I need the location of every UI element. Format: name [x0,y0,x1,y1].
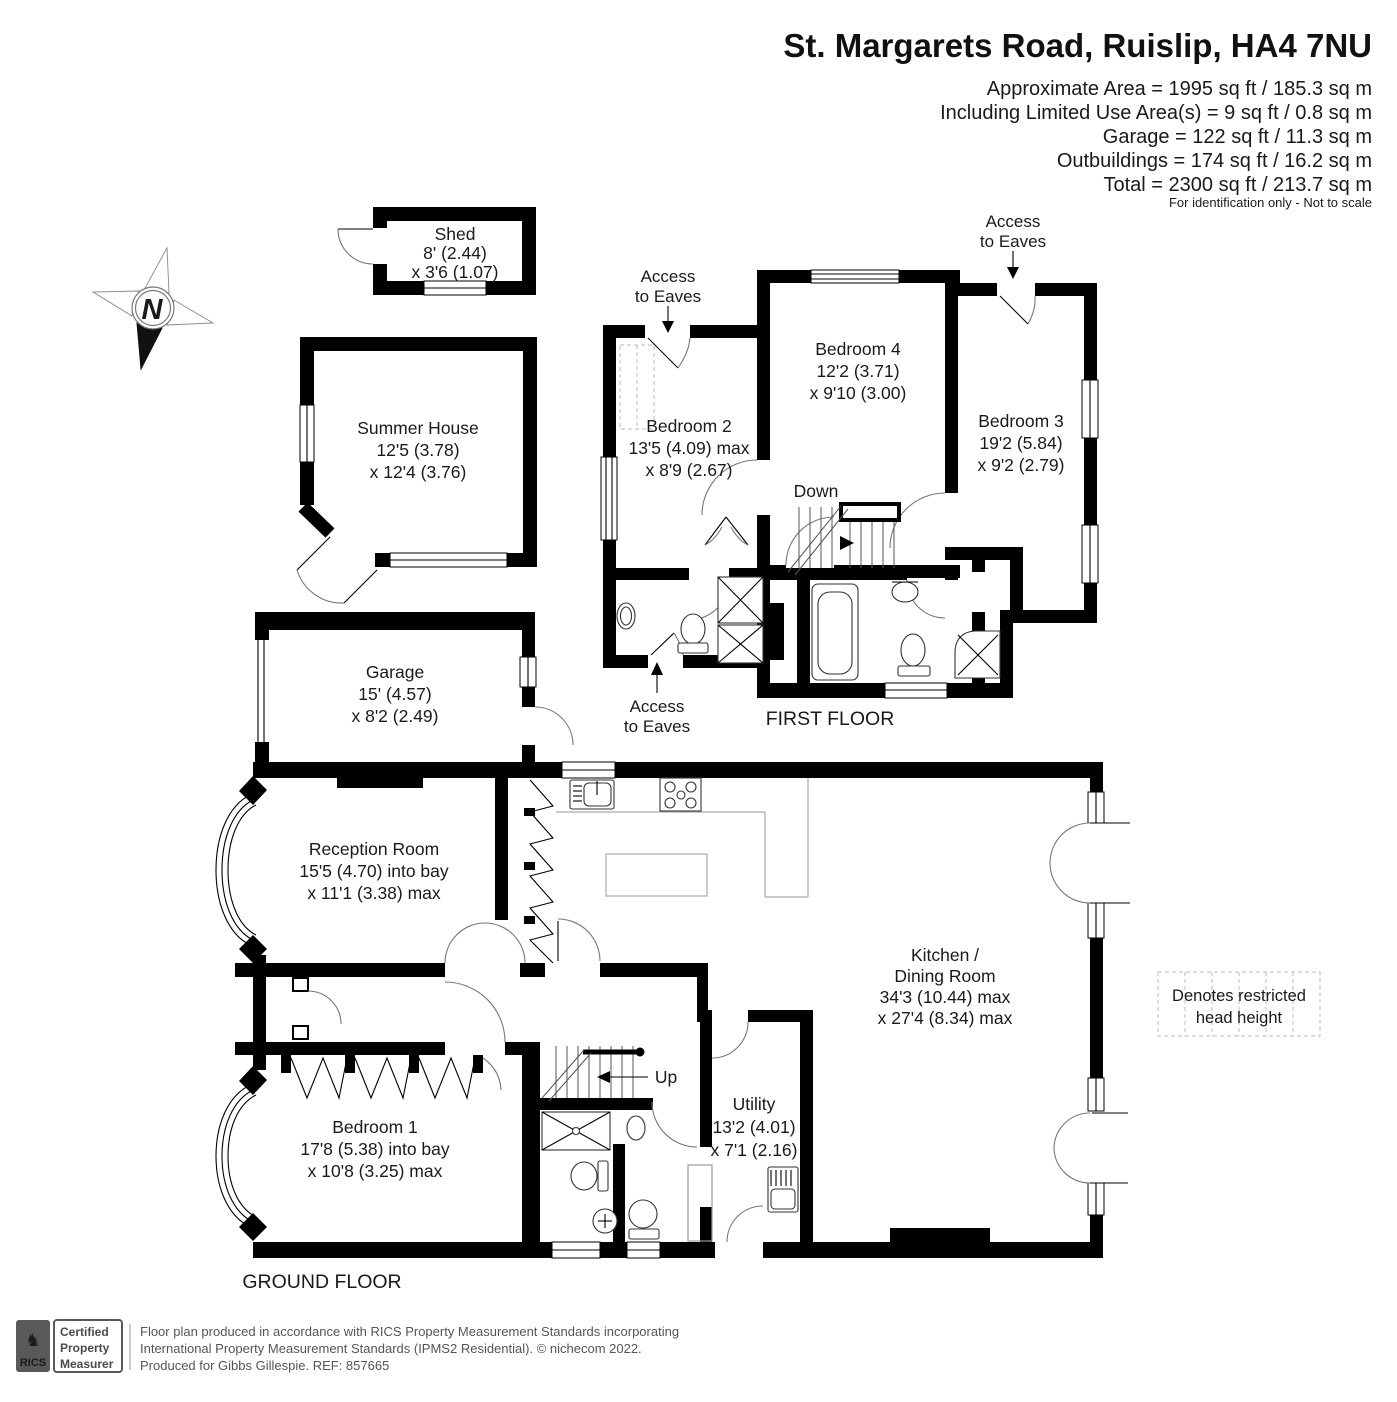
summer-house-outbuilding: Summer House 12'5 (3.78) x 12'4 (3.76) [296,337,537,604]
kitchen-name: Kitchen / [911,945,979,965]
footer-line2: International Property Measurement Stand… [140,1341,642,1356]
access-to-eaves-bottom: Access to Eaves [624,662,690,736]
legend-line2: head height [1196,1009,1283,1027]
restricted-head-height-legend: Denotes restricted head height [1157,971,1321,1037]
area-line: Approximate Area = 1995 sq ft / 185.3 sq… [987,78,1372,100]
bedroom4-name: Bedroom 4 [815,339,901,359]
bedroom4-dim1: 12'2 (3.71) [816,361,899,381]
footer: ♞ RICS Certified Property Measurer Floor… [16,1319,679,1373]
ground-floor-walls [235,761,1105,1259]
header: St. Margarets Road, Ruislip, HA4 7NU App… [783,27,1372,210]
bedroom1-name: Bedroom 1 [332,1117,418,1137]
down-label: Down [794,481,839,501]
svg-text:Access: Access [641,267,696,286]
ground-floor-fixtures [541,1111,660,1240]
legend-line1: Denotes restricted [1172,987,1306,1005]
bedroom2-name: Bedroom 2 [646,416,732,436]
bedroom1-wardrobes [281,1055,502,1100]
area-line: Including Limited Use Area(s) = 9 sq ft … [940,102,1372,124]
rics-logo [16,1320,50,1372]
compass-north-label: N [142,294,164,326]
north-compass-icon: N [91,246,215,371]
bedroom2-dim1: 13'5 (4.09) max [628,438,749,458]
down-arrow-icon [840,536,854,550]
shed-name: Shed [435,224,476,244]
rics-lion-icon: ♞ [25,1331,40,1350]
garage-dim1: 15' (4.57) [358,684,431,704]
area-line: Total = 2300 sq ft / 213.7 sq m [1104,174,1373,196]
bedroom1-dim1: 17'8 (5.38) into bay [300,1139,450,1159]
kitchen-dim2: x 27'4 (8.34) max [878,1008,1013,1028]
svg-text:Access: Access [986,212,1041,231]
shed-dim1: 8' (2.44) [423,243,487,263]
garage: Garage 15' (4.57) x 8'2 (2.49) [255,612,574,778]
utility-dim1: 13'2 (4.01) [712,1117,795,1137]
access-to-eaves-top-right: Access to Eaves [980,212,1046,279]
up-label: Up [655,1067,677,1087]
up-arrow-icon [597,1071,610,1083]
svg-text:to Eaves: to Eaves [624,717,690,736]
first-floor-fixtures [616,344,1001,681]
reception-name: Reception Room [309,839,439,859]
bedroom4-dim2: x 9'10 (3.00) [810,383,907,403]
kitchen-fittings [524,777,809,1213]
cert-line3: Measurer [60,1357,114,1371]
ground-floor-doors [307,822,1130,1243]
scale-note: For identification only - Not to scale [1169,195,1372,210]
down-arrow-icon [662,321,674,333]
summer-house-dim1: 12'5 (3.78) [376,440,459,460]
bedroom3-dim2: x 9'2 (2.79) [978,455,1065,475]
shed-dim2: x 3'6 (1.07) [412,262,499,282]
garage-name: Garage [366,662,424,682]
up-arrow-icon [651,662,663,675]
svg-text:to Eaves: to Eaves [980,232,1046,251]
utility-name: Utility [733,1094,776,1114]
cert-line2: Property [60,1341,110,1355]
bedroom3-name: Bedroom 3 [978,411,1064,431]
rics-wordmark: RICS [20,1357,46,1369]
svg-text:to Eaves: to Eaves [635,287,701,306]
bedroom2-dim2: x 8'9 (2.67) [646,460,733,480]
first-floor-labels: Bedroom 2 13'5 (4.09) max x 8'9 (2.67) B… [628,339,1064,730]
down-arrow-icon [1007,267,1019,279]
ground-floor-label: GROUND FLOOR [242,1271,401,1293]
area-line: Outbuildings = 174 sq ft / 16.2 sq m [1057,150,1372,172]
bedroom1-dim2: x 10'8 (3.25) max [308,1161,443,1181]
utility-dim2: x 7'1 (2.16) [711,1140,798,1160]
bay-windows [215,776,267,1241]
first-floor-stairs: Down [787,481,901,576]
cert-line1: Certified [60,1325,109,1339]
kitchen-dim1: 34'3 (10.44) max [880,987,1011,1007]
reception-dim2: x 11'1 (3.38) max [307,883,441,903]
area-line: Garage = 122 sq ft / 11.3 sq m [1103,126,1372,148]
reception-dim1: 15'5 (4.70) into bay [299,861,449,881]
summer-house-name: Summer House [357,418,479,438]
svg-text:Access: Access [630,697,685,716]
summer-house-dim2: x 12'4 (3.76) [370,462,467,482]
ground-floor-stairs: Up [541,1046,677,1102]
page-title: St. Margarets Road, Ruislip, HA4 7NU [783,27,1372,64]
garage-dim2: x 8'2 (2.49) [352,706,439,726]
certified-measurer-badge [53,1319,123,1373]
footer-line3: Produced for Gibbs Gillespie. REF: 85766… [140,1358,389,1373]
access-to-eaves-top-left: Access to Eaves [635,267,701,333]
bedroom3-dim1: 19'2 (5.84) [979,433,1062,453]
footer-line1: Floor plan produced in accordance with R… [140,1324,679,1339]
kitchen-name2: Dining Room [894,966,995,986]
shed-outbuilding: Shed 8' (2.44) x 3'6 (1.07) [337,207,536,296]
first-floor-label: FIRST FLOOR [766,708,895,730]
ground-floor-labels: Reception Room 15'5 (4.70) into bay x 11… [242,839,1012,1293]
